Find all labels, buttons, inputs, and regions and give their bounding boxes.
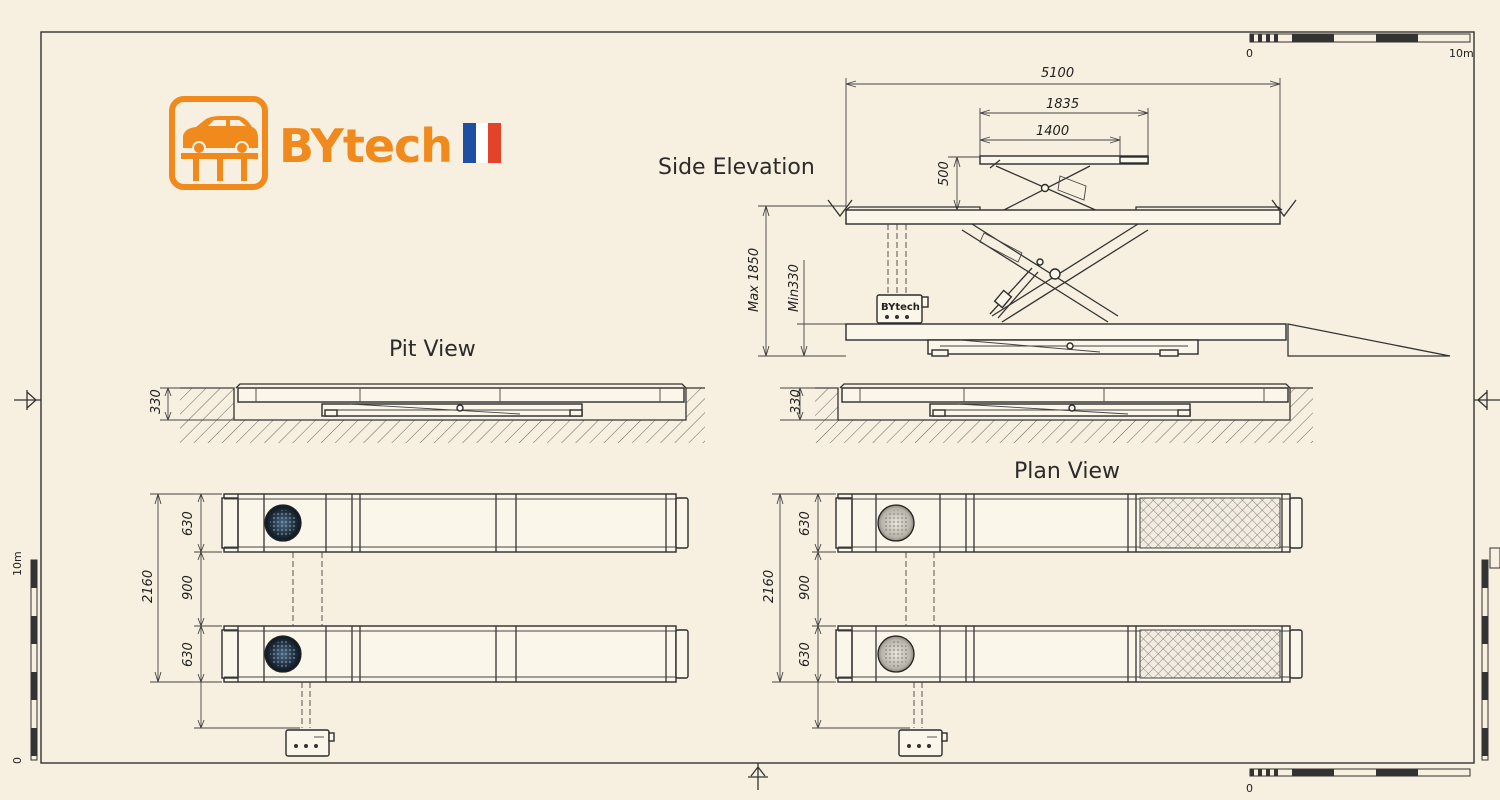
- dim-right-total: 2160: [762, 570, 777, 603]
- dim-pit-depth-left: 330: [149, 389, 164, 414]
- pit-view-left: 330: [149, 383, 705, 443]
- scale-left-end: 10m: [11, 551, 24, 576]
- dim-left-mid: 900: [181, 575, 196, 600]
- dim-platform-length: 1835: [1046, 97, 1079, 112]
- dim-lift-500: 500: [937, 161, 952, 186]
- plan-view-right: 2160 630 900 630: [762, 493, 1303, 757]
- dim-overall-length: 5100: [1041, 66, 1074, 81]
- slip-plate-grid: [1139, 629, 1281, 679]
- control-box-icon: [285, 729, 330, 757]
- title-pit-view: Pit View: [389, 337, 476, 362]
- brand-name: BYtech: [279, 119, 452, 173]
- scale-top-end: 10m: [1449, 47, 1474, 60]
- dim-right-mid: 900: [798, 575, 813, 600]
- dim-min-height: Min330: [787, 264, 802, 312]
- pit-view-right: 330: [780, 383, 1313, 443]
- dim-left-top: 630: [181, 511, 196, 536]
- scale-top-start: 0: [1246, 47, 1253, 60]
- title-side-elevation: Side Elevation: [658, 155, 815, 180]
- brand-logo: BYtech: [169, 96, 501, 190]
- plan-view-left: 2160 630 900 630: [141, 493, 689, 757]
- scale-bar-left: 0 10m: [11, 551, 38, 764]
- scale-bar-right: [1481, 547, 1500, 761]
- car-lift-icon: [169, 96, 268, 190]
- dim-scissor-length: 1400: [1036, 124, 1069, 139]
- scale-left-start: 0: [11, 757, 24, 764]
- side-elevation-drawing: BYtech 5100 1835 1400 500 Max 1850 Min33…: [747, 66, 1451, 357]
- slip-plate-grid: [1139, 497, 1281, 549]
- control-panel-label: BYtech: [881, 302, 920, 313]
- center-markers: [14, 390, 1500, 790]
- france-flag-icon: [463, 123, 501, 163]
- dim-pit-depth-right: 330: [789, 389, 804, 414]
- scale-bar-top: 0 10m: [1246, 33, 1474, 60]
- control-box-icon: [898, 729, 943, 757]
- dim-left-bot: 630: [181, 642, 196, 667]
- scale-bottom-start: 0: [1246, 782, 1253, 795]
- dim-right-bot: 630: [798, 642, 813, 667]
- scale-bar-bottom: 0: [1246, 768, 1471, 795]
- title-plan-view: Plan View: [1014, 459, 1120, 484]
- dim-max-height: Max 1850: [747, 248, 762, 312]
- dim-right-top: 630: [798, 511, 813, 536]
- dim-left-total: 2160: [141, 570, 156, 603]
